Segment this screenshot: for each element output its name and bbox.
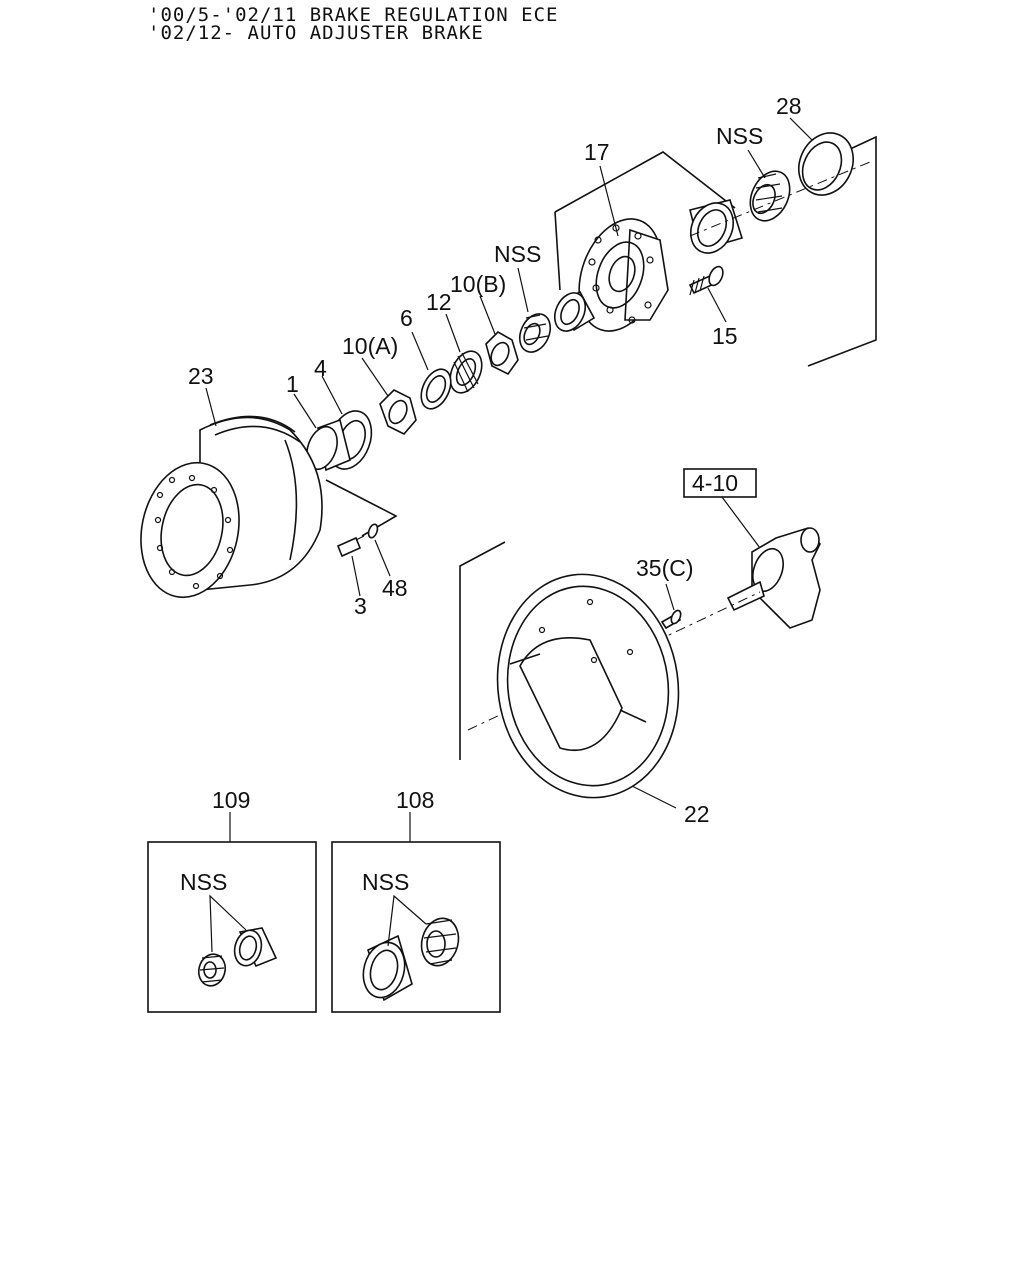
kit-108-bearing-cup[interactable] (357, 934, 413, 1002)
bracket-3-48 (325, 479, 398, 537)
bracket-backing-plate (459, 541, 506, 760)
leader-3 (351, 555, 361, 597)
label-4: 4 (314, 355, 327, 381)
leader-nss-109 (209, 894, 247, 953)
label-108: 108 (396, 787, 434, 813)
part-10a-nut[interactable] (379, 389, 417, 435)
steering-knuckle[interactable] (726, 527, 821, 629)
label-12: 12 (426, 289, 452, 315)
label-nss-108: NSS (362, 869, 409, 895)
part-3-bolt[interactable] (336, 535, 365, 558)
leader-48 (374, 539, 391, 577)
part-22-backing-plate[interactable] (483, 563, 692, 810)
bearing-cup-upper[interactable] (683, 196, 744, 260)
nss-bearing-cone-mid[interactable] (514, 309, 556, 357)
bracket-right (807, 135, 877, 367)
part-48-washer[interactable] (367, 523, 379, 539)
center-line-upper (689, 161, 871, 237)
label-1: 1 (286, 371, 299, 397)
kit-box-109[interactable] (147, 841, 317, 1013)
label-109: 109 (212, 787, 250, 813)
leader-4-10 (721, 496, 761, 549)
header-line-1: '00/5-'02/11 BRAKE REGULATION ECE (148, 4, 559, 26)
label-35c: 35(C) (636, 555, 694, 581)
label-22: 22 (684, 801, 710, 827)
leader-nss-mid (517, 267, 529, 313)
label-nss-mid: NSS (494, 241, 541, 267)
label-3: 3 (354, 593, 367, 619)
kit-108-bearing-cone[interactable] (416, 914, 463, 970)
kit-109-bearing-cup[interactable] (231, 927, 278, 969)
leader-6 (411, 331, 429, 371)
part-12-lock-washer[interactable] (444, 346, 488, 398)
part-35c-bolt[interactable] (660, 609, 683, 630)
label-17: 17 (584, 139, 610, 165)
part-28-seal[interactable] (789, 124, 863, 204)
leader-nss-108 (387, 894, 427, 947)
leader-15 (707, 287, 727, 323)
leader-17 (599, 165, 619, 237)
leader-10a (361, 357, 389, 397)
part-6-washer[interactable] (415, 364, 456, 413)
leader-12 (445, 313, 461, 353)
part-10b-nut[interactable] (485, 331, 519, 376)
part-17-hub[interactable] (564, 208, 675, 343)
part-23-brake-drum[interactable] (129, 415, 323, 606)
leader-23 (205, 387, 217, 427)
label-10b: 10(B) (450, 271, 506, 297)
leader-10b (479, 295, 496, 335)
label-23: 23 (188, 363, 214, 389)
label-4-10: 4-10 (692, 470, 738, 496)
label-48: 48 (382, 575, 408, 601)
part-15-hub-bolt[interactable] (688, 264, 726, 296)
nss-bearing-cone-top[interactable] (743, 165, 798, 227)
bracket-17-leg (554, 211, 561, 291)
label-6: 6 (400, 305, 413, 331)
header-line-2: '02/12- AUTO ADJUSTER BRAKE (148, 22, 484, 44)
label-15: 15 (712, 323, 738, 349)
bearing-cup-lower[interactable] (549, 288, 596, 336)
leader-1 (293, 393, 317, 429)
leader-35c (665, 583, 675, 611)
part-1-hub-cap[interactable] (301, 418, 351, 473)
label-nss-top: NSS (716, 123, 763, 149)
kit-box-108[interactable] (331, 841, 501, 1013)
bracket-17 (554, 151, 736, 213)
label-10a: 10(A) (342, 333, 398, 359)
leader-4 (321, 375, 343, 415)
box-4-10[interactable] (683, 468, 757, 498)
leader-nss-top (747, 149, 766, 179)
leader-28 (789, 117, 813, 141)
leader-22 (631, 785, 677, 809)
label-28: 28 (776, 93, 802, 119)
label-nss-109: NSS (180, 869, 227, 895)
kit-109-bearing-cone[interactable] (195, 951, 228, 989)
